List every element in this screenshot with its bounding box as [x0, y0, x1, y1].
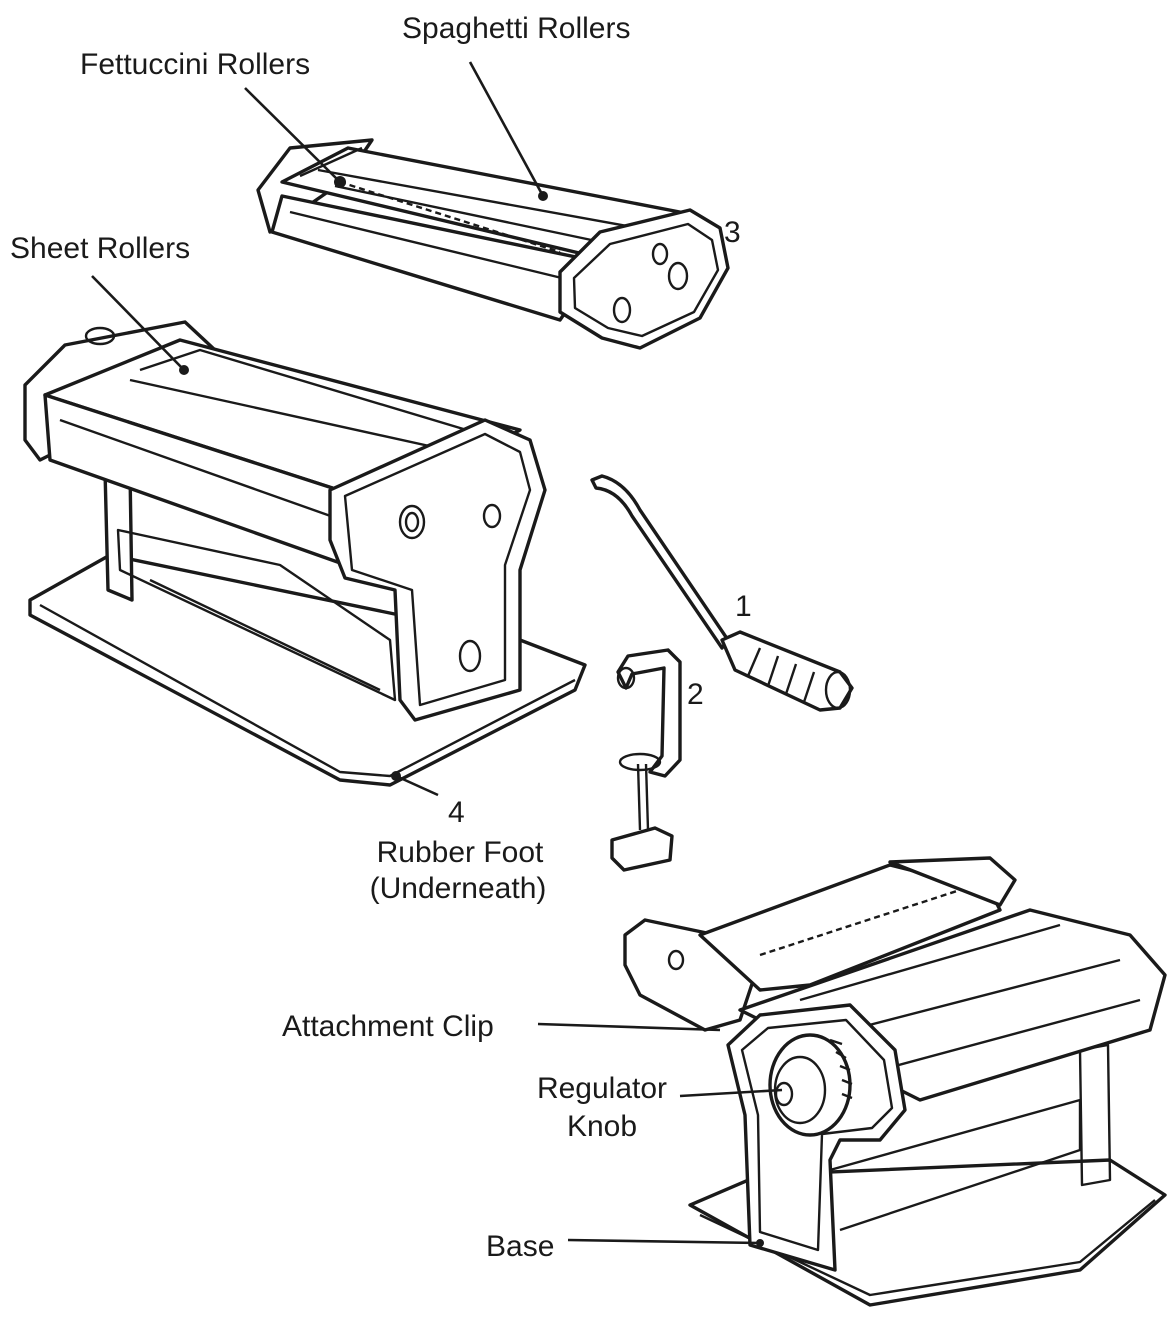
rubber-foot-pointer-dot — [391, 771, 401, 781]
part-number-1: 1 — [735, 590, 752, 623]
attachment-clip-leader-line — [537, 1022, 721, 1032]
label-spaghetti-rollers: Spaghetti Rollers — [402, 12, 630, 45]
clamp — [610, 648, 682, 872]
label-base: Base — [486, 1230, 554, 1263]
pasta-machine-assembled — [623, 856, 1167, 1307]
rubber-foot-leader-line — [395, 774, 439, 797]
part-number-3: 3 — [724, 216, 741, 249]
label-rubber-foot-underneath: (Underneath) — [370, 872, 547, 905]
fettuccini-pointer-dot — [334, 176, 346, 188]
fettuccini-leader-line — [244, 87, 341, 183]
spaghetti-pointer-dot — [538, 191, 548, 201]
base-pointer-dot — [756, 1239, 764, 1247]
base-leader-line — [567, 1238, 761, 1245]
part-number-2: 2 — [687, 678, 704, 711]
part-number-4: 4 — [448, 796, 465, 829]
label-rubber-foot: Rubber Foot — [377, 836, 544, 869]
sheet-leader-line — [91, 275, 185, 371]
label-fettuccini-rollers: Fettuccini Rollers — [80, 48, 310, 81]
pasta-machine-main — [23, 320, 587, 787]
leader-lines — [91, 61, 783, 1247]
spaghetti-leader-line — [468, 61, 545, 197]
regulator-knob-leader-line — [679, 1088, 783, 1098]
label-attachment-clip: Attachment Clip — [282, 1010, 494, 1043]
sheet-pointer-dot — [179, 365, 189, 375]
crank-handle — [590, 474, 854, 712]
label-regulator: Regulator — [537, 1072, 667, 1105]
cutter-attachment — [256, 138, 730, 350]
label-knob: Knob — [567, 1110, 637, 1143]
label-sheet-rollers: Sheet Rollers — [10, 232, 190, 265]
